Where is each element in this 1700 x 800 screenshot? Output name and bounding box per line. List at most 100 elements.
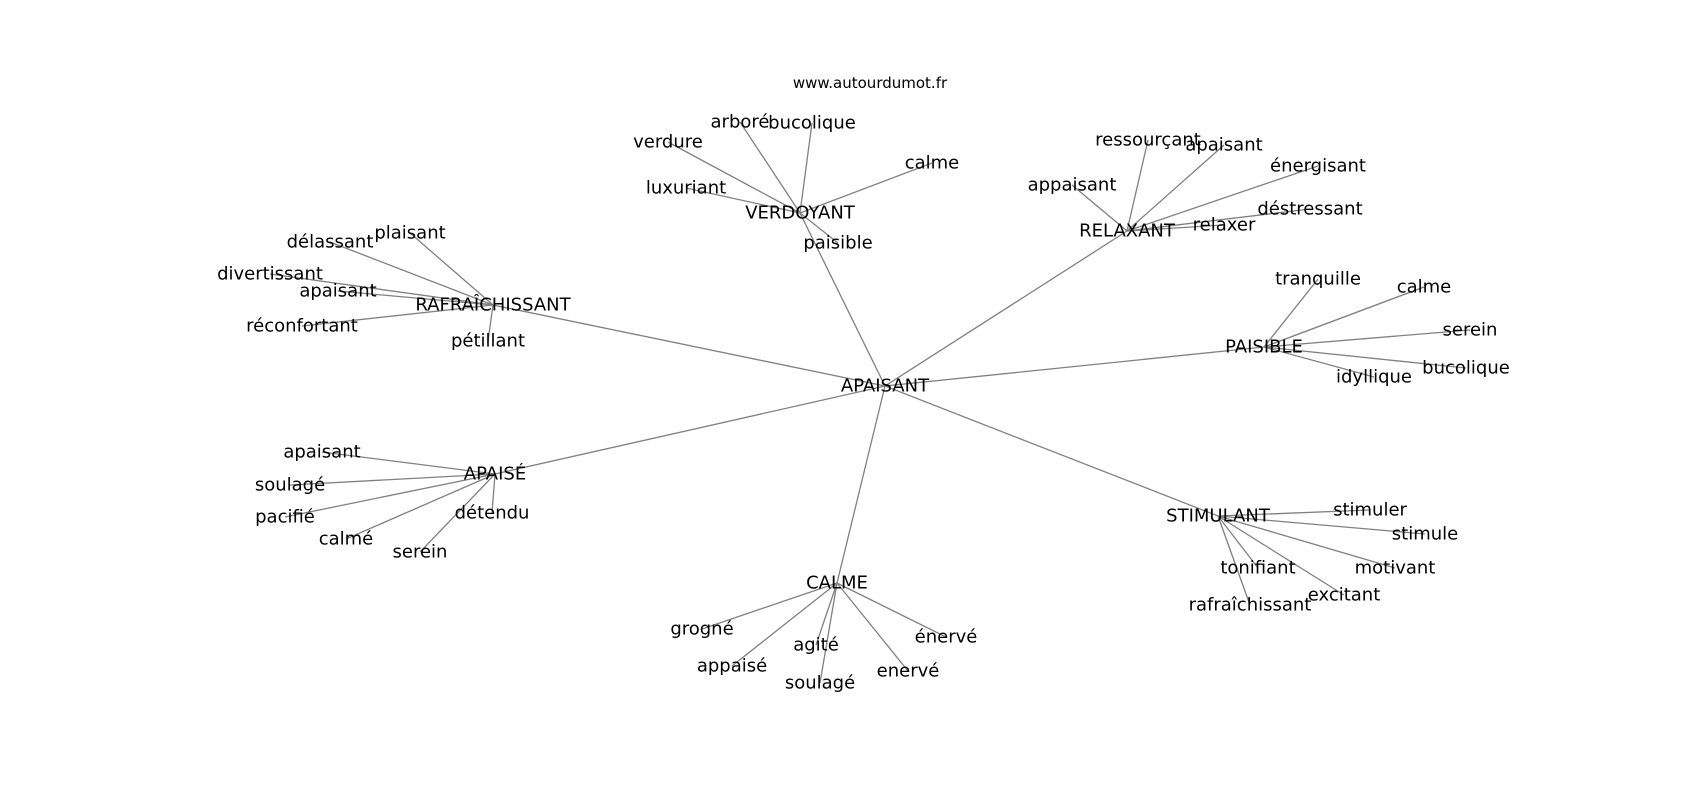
node-leaf-appaisant: appaisant bbox=[1028, 175, 1117, 196]
edge-relaxant-appaisant bbox=[1071, 184, 1128, 232]
edge-center-stimulant bbox=[884, 385, 1219, 517]
edge-rafraichissant-plaisant bbox=[409, 232, 494, 306]
edge-stimulant-excitant bbox=[1217, 515, 1345, 596]
edge-paisible-tranquille bbox=[1263, 278, 1319, 348]
node-leaf-bucolique: bucolique bbox=[1422, 358, 1510, 379]
edge-stimulant-motivant bbox=[1217, 515, 1396, 569]
node-leaf-bucolique: bucolique bbox=[768, 113, 856, 134]
node-leaf-destressant: déstressant bbox=[1257, 199, 1362, 220]
edge-apaise-serein bbox=[419, 473, 496, 553]
node-leaf-energisant: énergisant bbox=[1270, 156, 1366, 177]
labels: APAISANTVERDOYANTarborébucoliqueverdurec… bbox=[217, 112, 1510, 694]
node-hub-apaise: APAISÉ bbox=[464, 463, 526, 485]
edge-apaise-apaisant bbox=[321, 451, 496, 475]
node-leaf-agite: agité bbox=[793, 635, 839, 656]
edge-relaxant-energisant bbox=[1126, 165, 1319, 232]
node-leaf-appaise: appaisé bbox=[697, 656, 767, 677]
edge-calme-grogne bbox=[701, 582, 838, 630]
edge-apaise-detendu bbox=[491, 473, 496, 514]
node-hub-verdoyant: VERDOYANT bbox=[745, 203, 856, 224]
edge-calme-enerve bbox=[836, 582, 909, 672]
edge-relaxant-relaxer bbox=[1126, 224, 1225, 232]
node-leaf-idyllique: idyllique bbox=[1336, 367, 1412, 388]
edge-stimulant-stimule bbox=[1217, 515, 1426, 535]
node-leaf-motivant: motivant bbox=[1355, 558, 1436, 579]
node-leaf-enerve: enervé bbox=[877, 661, 940, 682]
edge-paisible-bucolique bbox=[1263, 346, 1467, 369]
edge-paisible-serein bbox=[1263, 329, 1471, 348]
edge-center-paisible bbox=[884, 346, 1265, 387]
node-leaf-petillant: pétillant bbox=[451, 331, 525, 352]
node-leaf-serein: serein bbox=[393, 542, 448, 563]
node-leaf-arbore: arboré bbox=[711, 112, 770, 133]
edge-center-verdoyant bbox=[799, 212, 886, 387]
node-leaf-verdure: verdure bbox=[633, 132, 703, 153]
node-hub-stimulant: STIMULANT bbox=[1166, 506, 1271, 527]
edge-apaise-pacifie bbox=[284, 473, 496, 518]
node-leaf-detendu: détendu bbox=[455, 503, 530, 524]
edge-center-relaxant bbox=[884, 230, 1128, 387]
node-leaf-relaxer: relaxer bbox=[1193, 215, 1256, 236]
node-leaf-tonifiant: tonifiant bbox=[1220, 558, 1295, 579]
edge-rafraichissant-reconfortant bbox=[301, 304, 494, 327]
node-leaf-grogne: grogné bbox=[670, 619, 733, 640]
node-leaf-soulage: soulagé bbox=[785, 673, 855, 694]
node-leaf-calme: calme bbox=[1397, 277, 1452, 298]
node-leaf-divertissant: divertissant bbox=[217, 264, 323, 285]
edge-apaise-soulage bbox=[289, 473, 496, 486]
node-leaf-stimuler: stimuler bbox=[1333, 500, 1407, 521]
node-hub-relaxant: RELAXANT bbox=[1079, 221, 1176, 242]
edge-stimulant-stimuler bbox=[1217, 509, 1371, 517]
node-leaf-plaisant: plaisant bbox=[374, 223, 445, 244]
node-leaf-soulage: soulagé bbox=[255, 475, 325, 496]
node-leaf-serein: serein bbox=[1443, 320, 1498, 341]
node-center-apaisant: APAISANT bbox=[841, 376, 930, 397]
edge-calme-appaise bbox=[731, 582, 838, 667]
node-leaf-rafraichissant: rafraîchissant bbox=[1189, 595, 1312, 616]
edge-apaise-calme bbox=[345, 473, 496, 540]
edge-calme-soulage bbox=[819, 582, 838, 684]
edge-rafraichissant-apaisant bbox=[337, 290, 494, 306]
node-leaf-ressourcant: ressourçant bbox=[1095, 130, 1201, 151]
edge-verdoyant-calme bbox=[799, 162, 933, 214]
edge-rafraichissant-divertissant bbox=[269, 273, 494, 306]
edge-rafraichissant-delassant bbox=[329, 241, 494, 306]
edge-center-calme bbox=[836, 385, 886, 584]
node-leaf-apaisant: apaisant bbox=[299, 281, 376, 302]
node-leaf-reconfortant: réconfortant bbox=[246, 316, 358, 337]
node-leaf-delassant: délassant bbox=[287, 232, 374, 253]
node-leaf-excitant: excitant bbox=[1308, 585, 1381, 606]
node-leaf-calme: calmé bbox=[319, 529, 374, 550]
edge-calme-enerve bbox=[836, 582, 947, 638]
node-leaf-apaisant: apaisant bbox=[1185, 135, 1262, 156]
edge-verdoyant-luxuriant bbox=[685, 187, 801, 214]
node-leaf-calme: calme bbox=[905, 153, 960, 174]
edge-rafraichissant-petillant bbox=[487, 304, 494, 342]
edge-relaxant-ressourcant bbox=[1126, 139, 1149, 232]
edges bbox=[269, 121, 1471, 684]
node-hub-calme: CALME bbox=[806, 573, 868, 594]
edge-relaxant-apaisant bbox=[1126, 144, 1225, 232]
node-leaf-stimule: stimule bbox=[1392, 524, 1458, 545]
node-hub-paisible: PAISIBLE bbox=[1225, 337, 1303, 358]
node-hub-rafraichissant: RAFRAÎCHISSANT bbox=[415, 294, 571, 316]
edge-center-rafraichissant bbox=[492, 304, 886, 387]
edge-verdoyant-paisible bbox=[799, 212, 839, 244]
edge-calme-agite bbox=[815, 582, 838, 646]
node-leaf-apaisant: apaisant bbox=[283, 442, 360, 463]
edge-stimulant-rafraichissant bbox=[1217, 515, 1251, 606]
edge-verdoyant-bucolique bbox=[799, 122, 813, 214]
edge-center-apaise bbox=[494, 385, 886, 475]
edge-verdoyant-verdure bbox=[667, 141, 801, 214]
edge-paisible-idyllique bbox=[1263, 346, 1375, 378]
credit-text: www.autourdumot.fr bbox=[793, 74, 948, 92]
node-leaf-enerve: énervé bbox=[915, 627, 978, 648]
node-leaf-luxuriant: luxuriant bbox=[646, 178, 726, 199]
edge-relaxant-destressant bbox=[1126, 208, 1311, 232]
node-leaf-tranquille: tranquille bbox=[1275, 269, 1361, 290]
edge-verdoyant-arbore bbox=[739, 121, 801, 214]
edge-stimulant-tonifiant bbox=[1217, 515, 1259, 569]
edge-paisible-calme bbox=[1263, 286, 1425, 348]
node-leaf-paisible: paisible bbox=[803, 233, 872, 254]
